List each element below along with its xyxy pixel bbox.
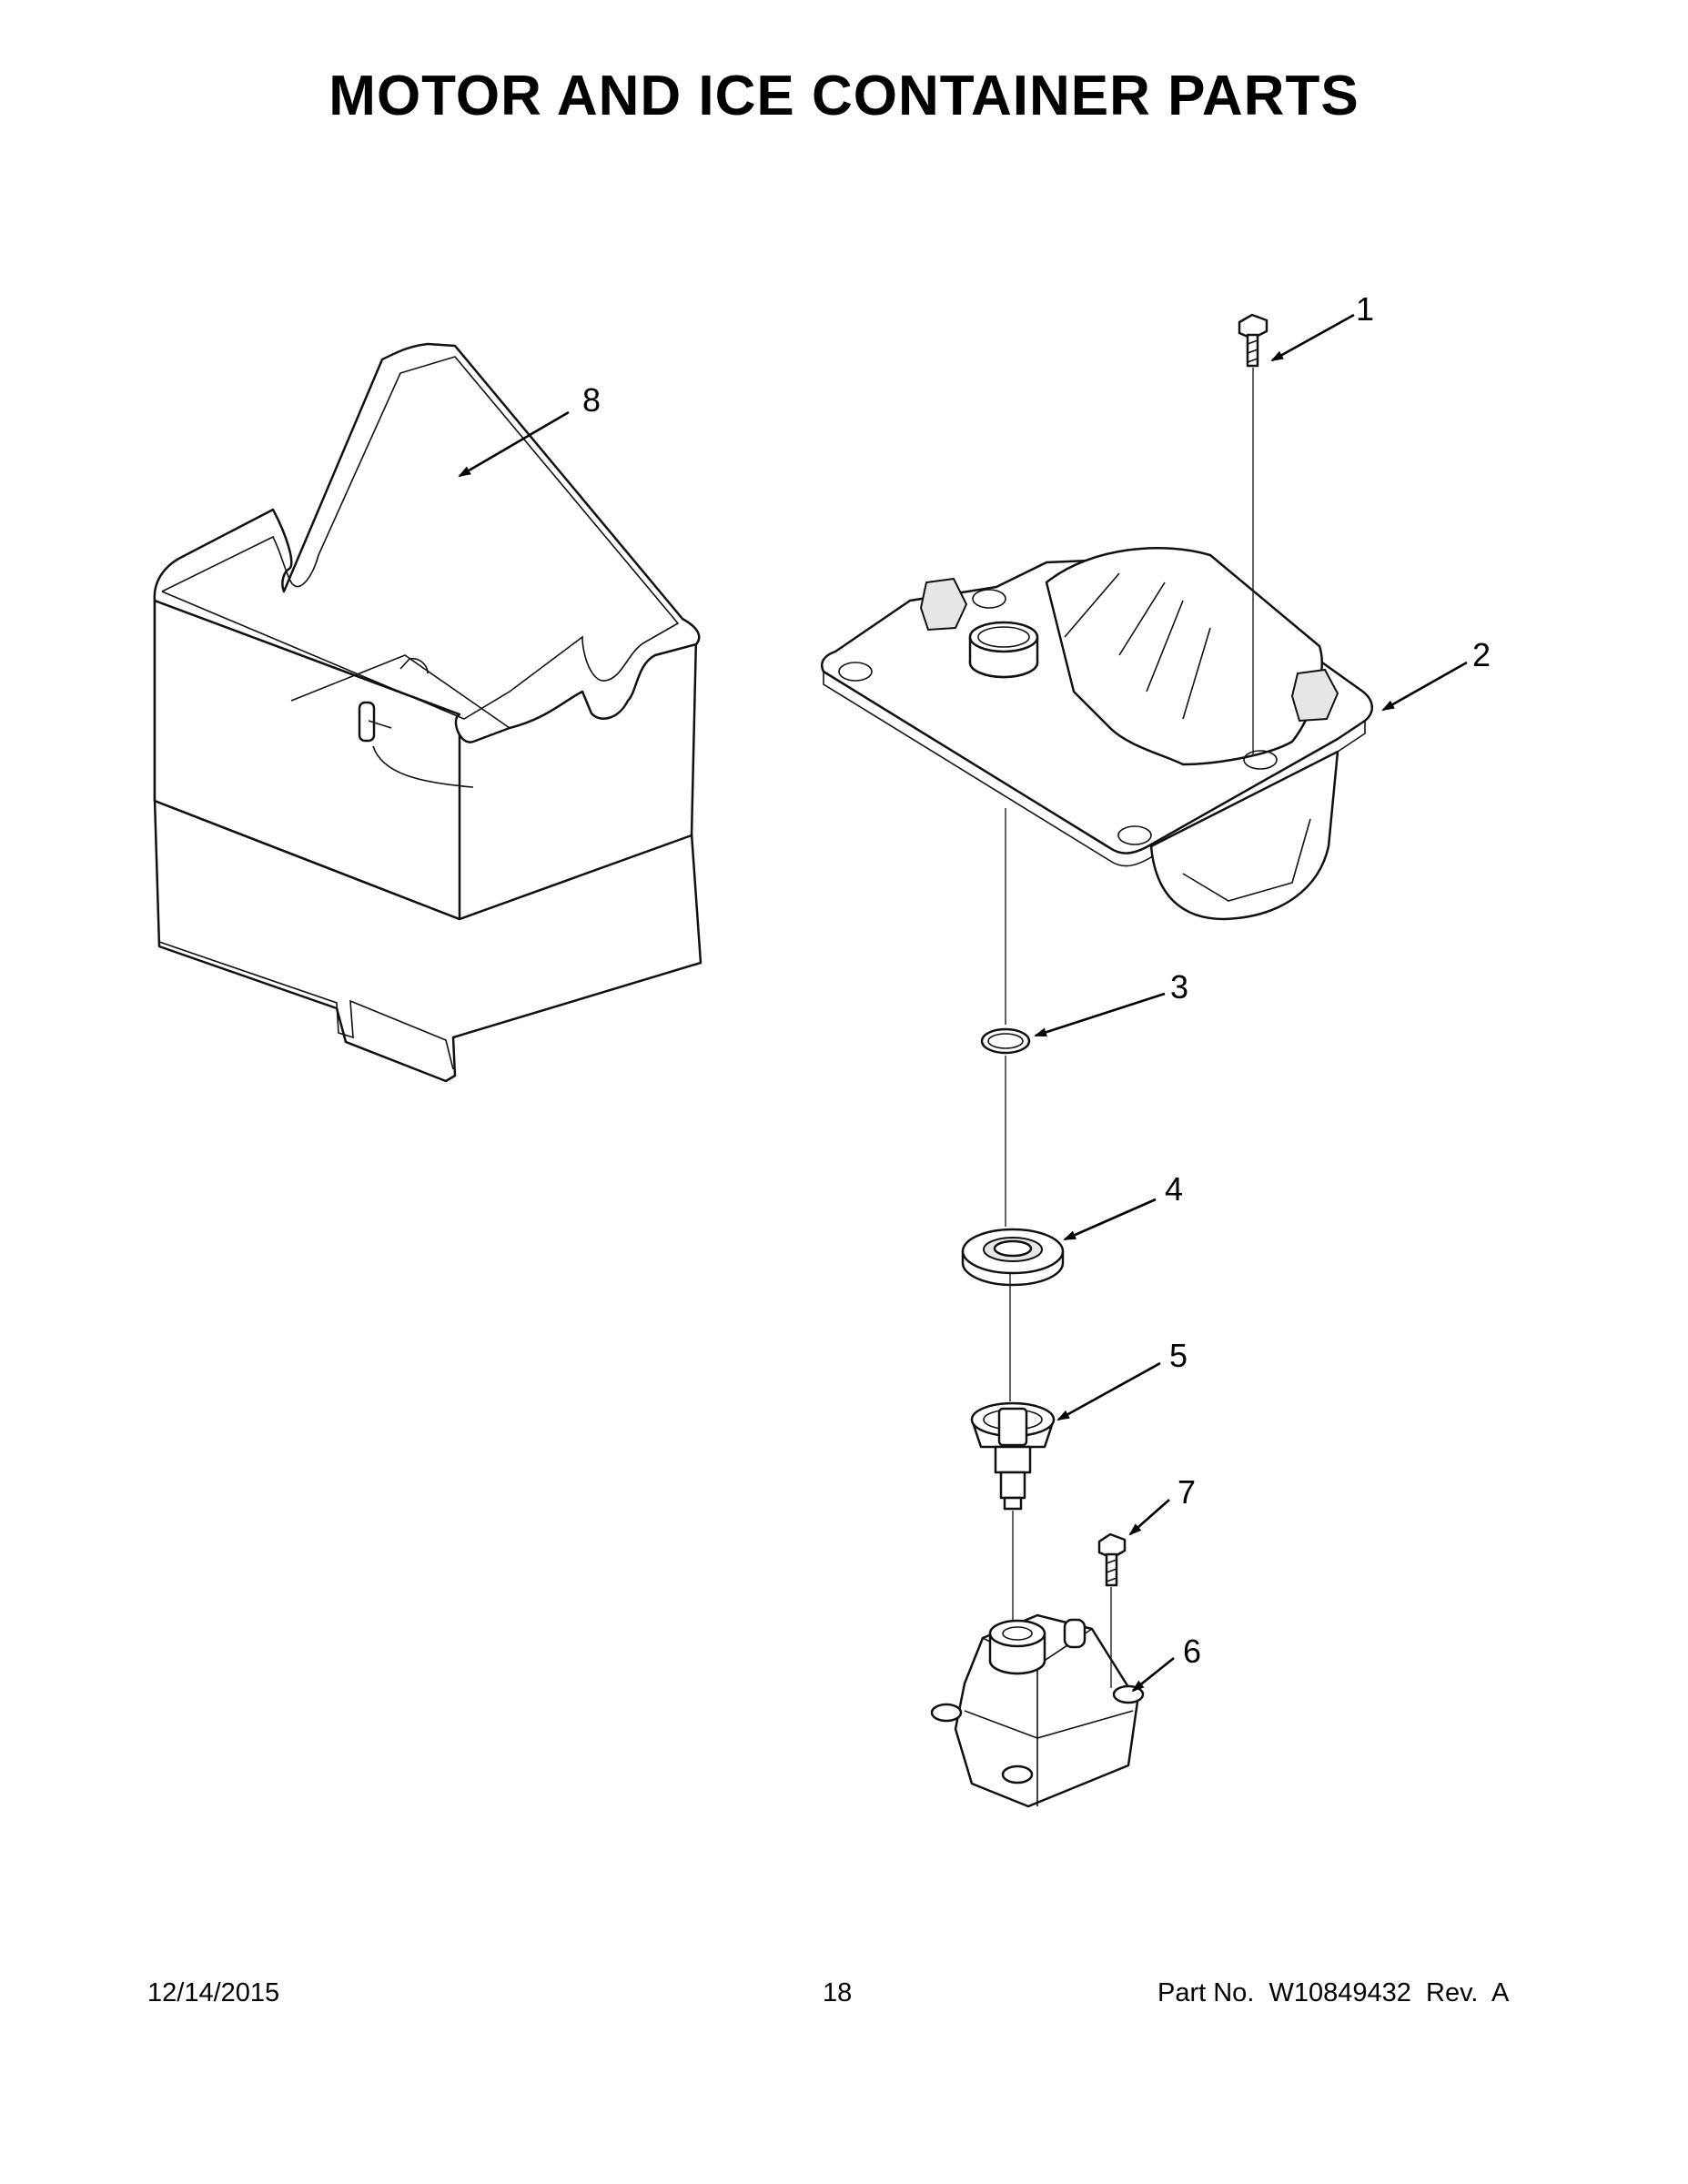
footer-date: 12/14/2015 <box>147 1978 280 2007</box>
page-title: MOTOR AND ICE CONTAINER PARTS <box>329 65 1359 127</box>
callout-6: 6 <box>1183 1633 1201 1670</box>
leader-arrows <box>458 313 1468 1693</box>
coupler <box>970 1401 1056 1511</box>
footer-part-number: Part No. W10849432 Rev. A <box>1157 1978 1510 2007</box>
callout-8: 8 <box>582 381 601 419</box>
callout-7: 7 <box>1178 1473 1196 1511</box>
auger-motor <box>930 1613 1145 1808</box>
ice-container <box>153 342 702 1083</box>
bearing-seal <box>961 1228 1065 1287</box>
callout-2: 2 <box>1472 636 1491 673</box>
motor-screw <box>1097 1532 1127 1587</box>
assembly-axis-lines <box>1005 368 1254 1688</box>
callout-3: 3 <box>1170 968 1188 1006</box>
housing-screw <box>1238 313 1269 368</box>
callout-5: 5 <box>1169 1337 1188 1374</box>
ring <box>980 1027 1031 1055</box>
crusher-housing <box>820 546 1373 921</box>
callout-4: 4 <box>1165 1170 1183 1208</box>
callout-1: 1 <box>1356 290 1374 328</box>
footer-page-number: 18 <box>823 1978 853 2007</box>
